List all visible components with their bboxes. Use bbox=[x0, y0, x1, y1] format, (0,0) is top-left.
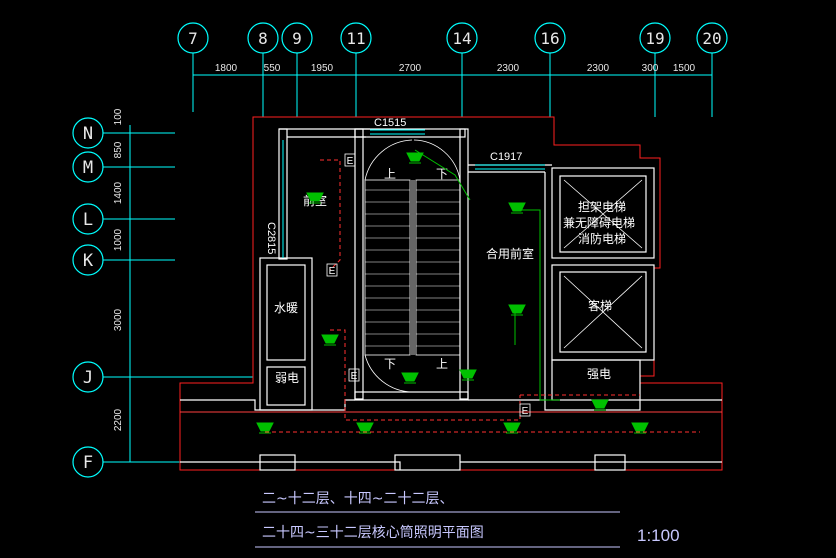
room-label-elevator-3: 消防电梯 bbox=[578, 231, 626, 246]
grid-label-top: 16 bbox=[540, 29, 559, 48]
dimension-left: 100 bbox=[113, 108, 124, 125]
stair-arcs bbox=[364, 139, 461, 393]
emergency-light-icon bbox=[591, 399, 609, 409]
dimension-top: 550 bbox=[264, 63, 281, 74]
window-label-left: C2815 bbox=[265, 222, 277, 254]
dimension-top: 1500 bbox=[673, 63, 696, 74]
emergency-light-icon bbox=[508, 202, 526, 212]
room-label-elevator-2: 兼无障碍电梯 bbox=[563, 215, 635, 230]
dimension-left: 3000 bbox=[113, 308, 124, 331]
stair-down-label-bottom: 下 bbox=[384, 357, 396, 371]
grid-label-top: 20 bbox=[702, 29, 721, 48]
emergency-light-icon bbox=[306, 192, 324, 202]
grid-label-top: 11 bbox=[346, 29, 365, 48]
top-axis-grid: 7 8 9 11 14 16 19 20 1800 550 1950 2700 2300 2300 300 1… bbox=[177, 22, 728, 117]
window-label-right: C1917 bbox=[490, 151, 522, 163]
room-label-strong-current: 强电 bbox=[587, 367, 611, 381]
dimension-left: 2200 bbox=[113, 408, 124, 431]
emergency-boxes: E E E E bbox=[326, 153, 531, 417]
dimension-top: 300 bbox=[642, 63, 659, 74]
window-lines bbox=[282, 129, 545, 258]
emergency-light-icon bbox=[631, 422, 649, 432]
dimension-top: 2700 bbox=[399, 63, 422, 74]
room-label-water: 水暖 bbox=[274, 301, 298, 315]
stair-up-label-bottom: 上 bbox=[436, 357, 448, 371]
grid-label-left: L bbox=[83, 210, 93, 230]
window-label-top: C1515 bbox=[374, 117, 406, 129]
dimension-left: 1400 bbox=[113, 181, 124, 204]
left-axis-grid: NM L K J F 100 850 1400 1000 3000 2200 bbox=[72, 108, 253, 478]
title-line-1: 二~十二层、十四~二十二层、 bbox=[262, 491, 453, 507]
grid-label-left: N bbox=[83, 124, 93, 144]
dimension-top: 2300 bbox=[497, 63, 520, 74]
room-label-weak-current: 弱电 bbox=[275, 371, 299, 385]
dimension-top: 1950 bbox=[311, 63, 334, 74]
scale-label: 1:100 bbox=[637, 526, 680, 545]
exit-sign-box bbox=[519, 403, 531, 417]
grid-label-left: F bbox=[83, 453, 93, 473]
dimension-left: 1000 bbox=[113, 228, 124, 251]
emergency-light-icon bbox=[401, 372, 419, 382]
grid-label-top: 8 bbox=[258, 29, 268, 48]
stair-treads bbox=[365, 189, 460, 347]
light-fixtures bbox=[256, 152, 649, 434]
room-label-shared-front-room: 合用前室 bbox=[486, 246, 534, 261]
dimension-left: 850 bbox=[113, 141, 124, 158]
exit-sign-label: E bbox=[522, 406, 529, 417]
grid-label-left: M bbox=[83, 158, 93, 178]
room-label-passenger-elevator: 客梯 bbox=[588, 298, 612, 313]
grid-label-top: 19 bbox=[645, 29, 664, 48]
stair-down-label: 下 bbox=[436, 167, 448, 181]
grid-label-left: K bbox=[83, 251, 94, 271]
exit-sign-label: E bbox=[329, 266, 336, 277]
grid-label-left: J bbox=[83, 368, 93, 388]
emergency-light-icon bbox=[508, 304, 526, 314]
emergency-light-icon bbox=[459, 369, 477, 379]
exit-sign-box bbox=[348, 368, 360, 382]
exit-sign-box bbox=[344, 153, 356, 167]
exit-sign-label: E bbox=[351, 371, 358, 382]
emergency-light-icon bbox=[321, 334, 339, 344]
dimension-top: 2300 bbox=[587, 63, 610, 74]
emergency-light-icon bbox=[406, 152, 424, 162]
elevator-shafts bbox=[563, 179, 643, 349]
exit-sign-label: E bbox=[347, 156, 354, 167]
room-label-elevator-1: 担架电梯 bbox=[578, 200, 626, 214]
stair-up-label: 上 bbox=[384, 167, 396, 181]
emergency-light-icon bbox=[356, 422, 374, 432]
grid-label-top: 14 bbox=[452, 29, 471, 48]
building-outline bbox=[179, 116, 723, 471]
grid-label-top: 9 bbox=[292, 29, 302, 48]
grid-label-top: 7 bbox=[188, 29, 198, 48]
lighting-circuits bbox=[265, 159, 700, 433]
title-line-2: 二十四~三十二层核心筒照明平面图 bbox=[262, 524, 484, 541]
exit-sign-box bbox=[326, 263, 338, 277]
emergency-light-icon bbox=[503, 422, 521, 432]
emergency-light-icon bbox=[256, 422, 274, 432]
stair-flights bbox=[364, 179, 461, 356]
dimension-top: 1800 bbox=[215, 63, 238, 74]
